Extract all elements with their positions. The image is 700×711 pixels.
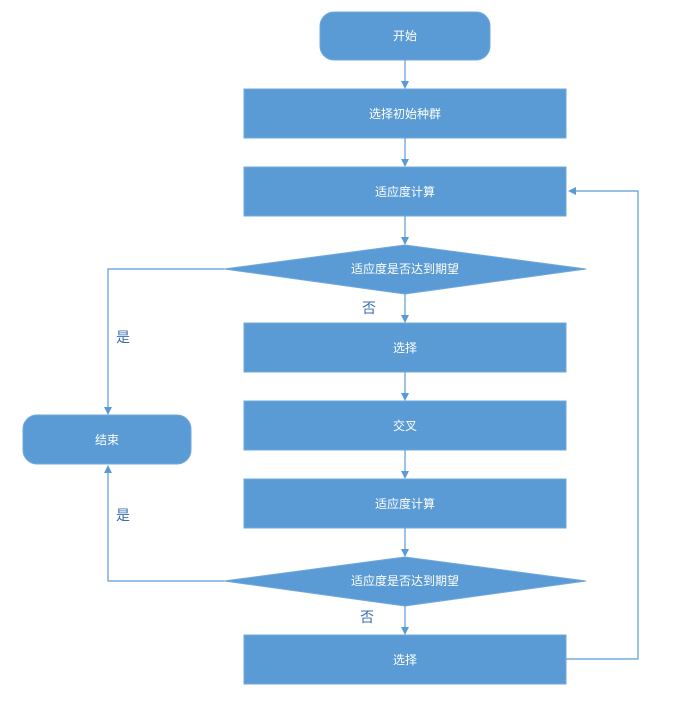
node-selection-1: 选择 xyxy=(243,322,567,373)
arrowhead xyxy=(401,315,409,323)
arrowhead xyxy=(401,393,409,401)
arrowhead xyxy=(104,465,112,473)
edge-label-no-1: 否 xyxy=(362,301,376,317)
arrowhead xyxy=(401,627,409,635)
node-init-population: 选择初始种群 xyxy=(243,88,567,139)
node-decision-2: 适应度是否达到期望 xyxy=(223,556,587,607)
arrowhead xyxy=(568,187,576,195)
edge-label-no-2: 否 xyxy=(360,610,374,626)
node-selection-2: 选择 xyxy=(243,634,567,685)
arrowhead xyxy=(401,549,409,557)
arrowhead xyxy=(401,159,409,167)
node-init-population-label: 选择初始种群 xyxy=(369,107,441,121)
node-start-label: 开始 xyxy=(393,29,417,43)
edge-label-yes-2: 是 xyxy=(116,508,130,524)
arrowhead xyxy=(401,237,409,245)
arrowhead xyxy=(401,81,409,89)
arrowhead xyxy=(401,471,409,479)
node-end-label: 结束 xyxy=(95,433,119,447)
node-start: 开始 xyxy=(319,11,491,61)
node-fitness-calc-2-label: 适应度计算 xyxy=(375,496,435,511)
node-decision-1: 适应度是否达到期望 xyxy=(223,244,587,295)
node-selection-2-label: 选择 xyxy=(393,653,417,667)
edge-label-yes-1: 是 xyxy=(116,330,130,346)
connector-decision-2-to-end xyxy=(107,472,224,582)
node-selection-1-label: 选择 xyxy=(393,341,417,355)
connector-loop-back xyxy=(566,190,639,660)
connector-decision-to-end xyxy=(107,268,224,408)
node-fitness-calc-1-label: 适应度计算 xyxy=(375,184,435,199)
node-crossover-label: 交叉 xyxy=(393,418,417,433)
node-crossover: 交叉 xyxy=(243,400,567,451)
arrowhead xyxy=(104,407,112,415)
node-fitness-calc-1: 适应度计算 xyxy=(243,166,567,217)
node-decision-2-label: 适应度是否达到期望 xyxy=(351,573,459,588)
node-end: 结束 xyxy=(22,414,192,465)
connectors xyxy=(104,60,639,660)
node-decision-1-label: 适应度是否达到期望 xyxy=(351,261,459,276)
node-fitness-calc-2: 适应度计算 xyxy=(243,478,567,529)
